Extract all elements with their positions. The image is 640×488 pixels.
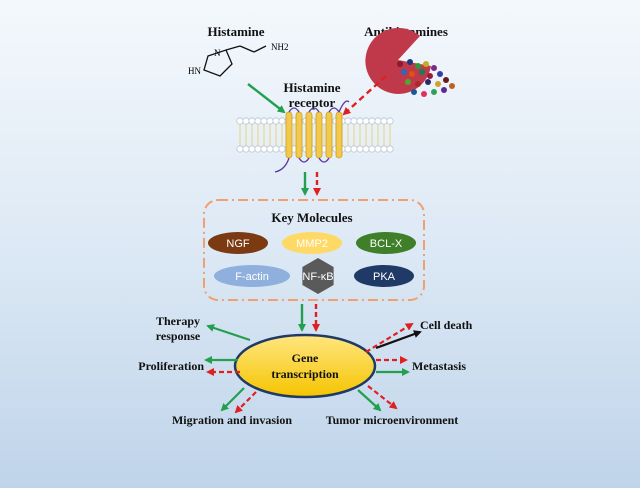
- antihistamines-group: Antihistamines: [364, 24, 455, 97]
- migration-invasion-label: Migration and invasion: [172, 413, 292, 427]
- molecule-label: MMP2: [296, 238, 328, 250]
- key-molecules-box: [203, 199, 425, 301]
- gene-transcription-node: [233, 333, 377, 399]
- histamine-receptor: [274, 100, 350, 173]
- molecule-label: F-actin: [235, 271, 269, 283]
- receptor-label-line2: receptor: [289, 95, 336, 110]
- therapy-response-line1: Therapy: [156, 314, 200, 328]
- histamine-structure: Histamine NH2 HN N: [188, 24, 289, 77]
- hn-label: HN: [188, 66, 201, 76]
- molecule-shape: [354, 265, 414, 287]
- gene-transcription-line1: Gene: [292, 351, 319, 365]
- drug-dots: [397, 59, 455, 97]
- tumor-microenvironment-label: Tumor microenvironment: [326, 413, 459, 427]
- outcome-arrows: [204, 322, 422, 414]
- histamine-label: Histamine: [207, 24, 264, 39]
- metastasis-label: Metastasis: [412, 359, 466, 373]
- molecule-shape: [282, 232, 342, 254]
- molecule-label: NGF: [226, 238, 250, 250]
- molecule-shape: [356, 232, 416, 254]
- molecule-pka: PKA: [354, 265, 414, 287]
- n-label: N: [214, 48, 221, 58]
- molecule-nf-b: NF-κB: [302, 258, 334, 294]
- molecule-ngf: NGF: [208, 232, 268, 254]
- cell-membrane: [236, 117, 394, 153]
- molecule-label: BCL-X: [370, 238, 403, 250]
- therapy-response-line2: response: [156, 329, 201, 343]
- receptor-label-line1: Histamine: [283, 80, 340, 95]
- molecule-bcl-x: BCL-X: [356, 232, 416, 254]
- molecule-mmp2: MMP2: [282, 232, 342, 254]
- molecule-label: PKA: [373, 271, 396, 283]
- molecule-f-actin: F-actin: [214, 265, 290, 287]
- key-molecules-title: Key Molecules: [271, 210, 352, 225]
- molecule-shape: [208, 232, 268, 254]
- proliferation-label: Proliferation: [138, 359, 204, 373]
- cell-death-label: Cell death: [420, 318, 473, 332]
- antihistamine-pie: [365, 27, 431, 94]
- gene-transcription-line2: transcription: [271, 367, 339, 381]
- histamine-arrow: [247, 83, 286, 114]
- key-molecules-list: NGF MMP2 BCL-X F-actin NF-κB PKA: [208, 232, 416, 294]
- molecule-label: NF-κB: [302, 271, 333, 283]
- nh2-label: NH2: [271, 42, 289, 52]
- molecule-shape: [302, 258, 334, 294]
- molecule-shape: [214, 265, 290, 287]
